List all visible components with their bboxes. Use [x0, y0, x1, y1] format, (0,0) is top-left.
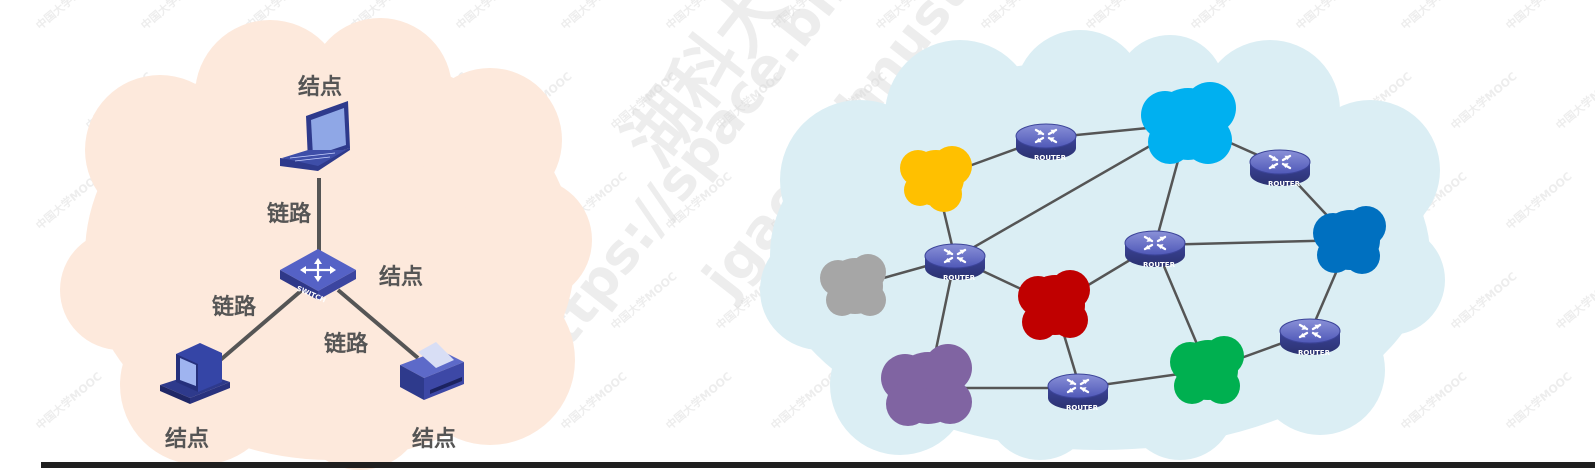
watermark-tile: 中国大学MOOC [1398, 369, 1470, 432]
node-label-bottom-left: 结点 [165, 426, 209, 452]
router-icon: ROUTER [1046, 372, 1110, 412]
switch-icon: SWITCH [280, 249, 356, 305]
watermark-tile: 中国大学MOOC [33, 369, 105, 432]
purple-cloud [881, 344, 972, 426]
watermark-tile: 中国大学MOOC [1398, 0, 1470, 32]
router-icon: ROUTER [1123, 229, 1187, 269]
node-label-top: 结点 [298, 74, 342, 100]
watermark-tile: 中国大学MOOC [1503, 169, 1575, 232]
link-label-top: 链路 [267, 201, 312, 227]
watermark-tile: 中国大学MOOC [1553, 69, 1595, 132]
bottom-divider [41, 462, 1595, 468]
watermark-tile: 中国大学MOOC [1553, 269, 1595, 332]
link-label-left: 链路 [212, 294, 257, 320]
link-right-line [336, 288, 420, 360]
printer-icon [400, 342, 464, 400]
watermark-tile: 中国大学MOOC [1293, 0, 1365, 32]
network-clouds [820, 82, 1386, 426]
star-topology-diagram: SWITCH 结点 链路 结点 链路 链路 结点 结点 [60, 18, 592, 470]
routers: ROUTER ROUTER ROUTER ROUTER ROUTER ROUTE… [923, 122, 1342, 412]
watermark-tile: 中国大学MOOC [558, 0, 630, 32]
node-label-bottom-right: 结点 [412, 426, 456, 452]
watermark-tile: 中国大学MOOC [663, 369, 735, 432]
watermark-tile: 中国大学MOOC [1448, 69, 1520, 132]
mesh-network-diagram: ROUTER ROUTER ROUTER ROUTER ROUTER ROUTE… [760, 30, 1445, 460]
cyan-cloud [1141, 82, 1236, 164]
watermark-tile: 中国大学MOOC [33, 0, 105, 32]
router-icon: ROUTER [1248, 148, 1312, 188]
yellow-cloud [900, 146, 972, 212]
router-icon: ROUTER [1014, 122, 1078, 162]
router-label: ROUTER [943, 274, 976, 282]
red-cloud [1018, 270, 1090, 340]
watermark-tile: 中国大学MOOC [978, 0, 1050, 32]
link-left-line [216, 288, 304, 364]
router-label: ROUTER [1298, 349, 1331, 357]
watermark-tile: 中国大学MOOC [1448, 269, 1520, 332]
watermark-tile: 中国大学MOOC [1083, 0, 1155, 32]
watermark-tile: 中国大学MOOC [1503, 369, 1575, 432]
router-label: ROUTER [1268, 180, 1301, 188]
link-label-right: 链路 [324, 331, 369, 357]
watermark-tile: 中国大学MOOC [1503, 0, 1575, 32]
green-cloud [1170, 336, 1244, 404]
star-links [216, 178, 420, 364]
watermark-tile: 中国大学MOOC [1188, 0, 1260, 32]
desktop-computer-icon [160, 343, 230, 404]
router-label: ROUTER [1034, 154, 1067, 162]
router-label: ROUTER [1143, 261, 1176, 269]
watermark-tile: 中国大学MOOC [768, 369, 840, 432]
router-label: ROUTER [1066, 404, 1099, 412]
gray-cloud [820, 254, 886, 316]
watermark-tile: 中国大学MOOC [453, 0, 525, 32]
router-icon: ROUTER [923, 242, 987, 282]
laptop-icon [280, 101, 350, 171]
watermark-tile: 中国大学MOOC [138, 0, 210, 32]
node-label-right: 结点 [379, 264, 423, 290]
blue-cloud [1313, 206, 1386, 274]
router-icon: ROUTER [1278, 317, 1342, 357]
